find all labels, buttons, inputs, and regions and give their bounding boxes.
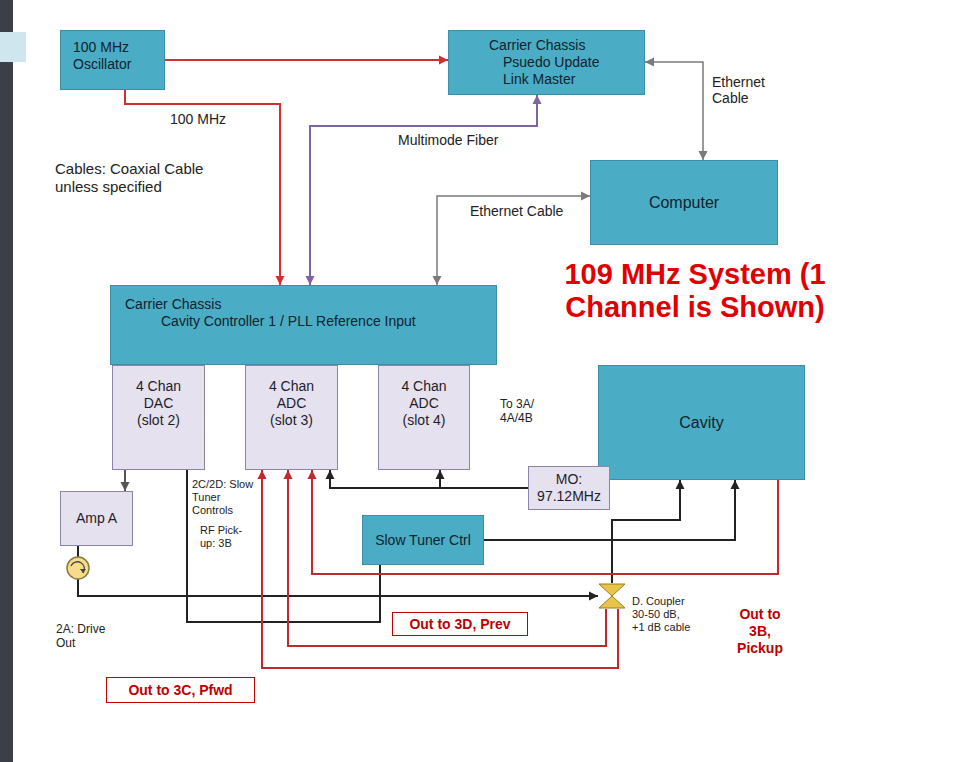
signal-name: 2A: Drive Out bbox=[56, 622, 114, 651]
node-text: Slow Tuner Ctrl bbox=[375, 532, 471, 549]
arrowhead bbox=[258, 470, 267, 479]
connector bbox=[612, 480, 685, 583]
link-master-box: Carrier ChassisPsuedo Update Link Master bbox=[448, 30, 645, 95]
node-text: MO: 97.12MHz bbox=[532, 471, 606, 505]
node-text: 4 Chan ADC (slot 4) bbox=[396, 378, 452, 428]
arrowhead bbox=[699, 151, 708, 160]
master-oscillator-box: MO: 97.12MHz bbox=[528, 466, 610, 510]
directional-coupler: D. Coupler 30-50 dB, +1 dB cable bbox=[598, 583, 626, 609]
cavity-controller-box: Carrier ChassisCavity Controller 1 / PLL… bbox=[110, 285, 497, 365]
signal-name: RF Pick-up: 3B bbox=[200, 524, 254, 550]
arrowhead bbox=[308, 470, 317, 479]
node-text: D. Coupler 30-50 dB, +1 dB cable bbox=[632, 595, 694, 635]
arrowhead bbox=[676, 480, 685, 489]
node-text: Cavity Controller 1 / PLL Reference Inpu… bbox=[125, 313, 482, 330]
arrowhead bbox=[581, 192, 590, 201]
connector-line bbox=[78, 546, 598, 596]
adc-card: 4 Chan ADC (slot 3) bbox=[245, 365, 338, 470]
node-text: Out to 3C, Pfwd bbox=[128, 682, 232, 699]
signal-tag: Out to 3D, Prev bbox=[392, 612, 528, 636]
connector-line bbox=[330, 470, 528, 488]
adc-card: 4 Chan ADC (slot 4) bbox=[378, 365, 470, 470]
connector-line bbox=[440, 470, 528, 488]
connector bbox=[187, 470, 380, 622]
connector bbox=[258, 470, 619, 668]
node-text: 4 Chan ADC (slot 3) bbox=[264, 378, 320, 428]
connector bbox=[645, 58, 708, 161]
connector-label: Ethernet Cable bbox=[710, 74, 772, 106]
node-text: Carrier Chassis bbox=[125, 296, 482, 313]
connector-line bbox=[187, 470, 380, 622]
node-text: Cavity bbox=[679, 413, 723, 432]
connector bbox=[436, 470, 529, 488]
arrowhead bbox=[326, 470, 335, 479]
connector-label: Multimode Fiber bbox=[396, 132, 500, 148]
connector bbox=[165, 56, 448, 65]
connector-line bbox=[612, 480, 680, 583]
note: Cables: Coaxial Cable unless specified bbox=[55, 160, 245, 196]
connector bbox=[121, 470, 130, 491]
signal-name: Out to 3B, Pickup bbox=[728, 606, 792, 656]
computer-box: Computer bbox=[590, 160, 778, 245]
signal-tag: Out to 3C, Pfwd bbox=[106, 677, 255, 703]
signal-name: To 3A/ 4A/4B bbox=[500, 397, 550, 426]
node-text: Carrier Chassis bbox=[459, 37, 634, 54]
circulator-arrowhead bbox=[80, 569, 86, 573]
arrowhead bbox=[276, 276, 285, 285]
arrowhead bbox=[589, 592, 598, 601]
arrowhead bbox=[439, 56, 448, 65]
coupler-triangle bbox=[599, 584, 625, 596]
connector-line bbox=[310, 95, 537, 285]
amplifier-box: Amp A bbox=[60, 491, 133, 546]
node-text: Out to 3D, Prev bbox=[409, 616, 510, 633]
signal-name: 2C/2D: Slow Tuner Controls bbox=[192, 478, 258, 518]
node-text: Psuedo Update Link Master bbox=[459, 54, 634, 88]
connector-label: Ethernet Cable bbox=[468, 203, 565, 219]
arrowhead bbox=[731, 480, 740, 489]
circulator-symbol bbox=[67, 557, 89, 579]
photo-strip bbox=[0, 0, 13, 762]
arrowhead bbox=[436, 470, 445, 479]
connector-label: 100 MHz bbox=[168, 111, 228, 127]
arrowhead bbox=[284, 470, 293, 479]
node-text: Amp A bbox=[76, 510, 117, 527]
arrowhead bbox=[645, 58, 654, 67]
diagram-title: 109 MHz System (1 Channel is Shown) bbox=[530, 258, 860, 325]
arrowhead bbox=[306, 276, 315, 285]
connector-line bbox=[645, 62, 703, 160]
node-text: 4 Chan DAC (slot 2) bbox=[131, 378, 187, 428]
arrowhead bbox=[121, 482, 130, 491]
connector bbox=[284, 470, 607, 646]
node-text: 100 MHz Oscillator bbox=[73, 39, 152, 73]
coupler-symbol bbox=[598, 583, 626, 609]
cavity-box: Cavity bbox=[598, 365, 805, 480]
connector bbox=[306, 95, 542, 285]
photo-patch bbox=[0, 32, 26, 62]
arrowhead bbox=[533, 95, 542, 104]
oscillator-box: 100 MHz Oscillator bbox=[60, 30, 165, 90]
connector-line bbox=[165, 59, 448, 61]
arrowhead bbox=[433, 276, 442, 285]
dac-card: 4 Chan DAC (slot 2) bbox=[112, 365, 205, 470]
connector-line bbox=[262, 470, 618, 668]
node-text: Computer bbox=[649, 193, 719, 212]
slow-tuner-box: Slow Tuner Ctrl bbox=[362, 515, 484, 565]
connector-line bbox=[288, 470, 606, 646]
coupler-triangle bbox=[599, 596, 625, 608]
connector bbox=[326, 470, 529, 488]
